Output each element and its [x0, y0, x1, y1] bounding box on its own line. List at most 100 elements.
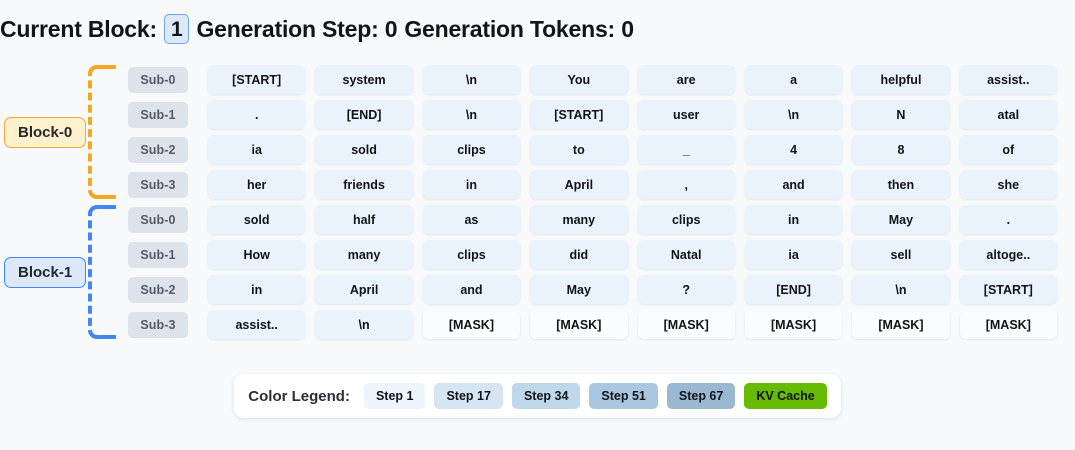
token-cell[interactable]: her [208, 170, 306, 199]
token-cell[interactable]: [END] [315, 100, 413, 129]
token-cell[interactable]: [START] [208, 65, 306, 94]
token-cell[interactable]: helpful [852, 65, 950, 94]
generation-step-label: Generation Step: 0 [196, 15, 398, 42]
token-cell[interactable]: did [530, 240, 628, 269]
token-cell[interactable]: clips [637, 205, 735, 234]
generation-tokens-label: Generation Tokens: 0 [404, 15, 634, 42]
token-cell[interactable]: assist.. [959, 65, 1057, 94]
token-cell[interactable]: many [315, 240, 413, 269]
token-cell[interactable]: You [530, 65, 628, 94]
token-cell[interactable]: ia [208, 135, 306, 164]
token-cell-mask[interactable]: [MASK] [637, 310, 735, 339]
token-cell[interactable]: \n [422, 100, 521, 129]
sub-step-pill[interactable]: Sub-3 [128, 311, 188, 338]
token-cell[interactable]: many [530, 205, 628, 234]
sub-step-pill[interactable]: Sub-2 [128, 276, 188, 303]
sub-step-pill[interactable]: Sub-2 [128, 136, 188, 163]
token-cell[interactable]: . [208, 100, 306, 129]
token-cell-mask[interactable]: [MASK] [530, 310, 628, 339]
token-cell[interactable]: she [959, 170, 1057, 199]
token-cell[interactable]: ? [637, 275, 735, 304]
token-cell[interactable]: to [530, 135, 628, 164]
token-cell[interactable]: atal [959, 100, 1057, 129]
token-cell[interactable]: a [744, 65, 843, 94]
legend-swatch[interactable]: KV Cache [744, 383, 827, 409]
token-cell[interactable]: 8 [852, 135, 950, 164]
token-cell[interactable]: then [852, 170, 950, 199]
token-cell-mask[interactable]: [MASK] [744, 310, 843, 339]
token-cell[interactable]: [START] [530, 100, 628, 129]
sub-step-pill[interactable]: Sub-0 [128, 206, 188, 233]
token-cells: assist.. \n [MASK] [MASK] [MASK] [MASK] [MASK]… [203, 310, 1062, 339]
sub-step-pill[interactable]: Sub-1 [128, 101, 188, 128]
token-cell[interactable]: \n [744, 100, 843, 129]
token-cell[interactable]: 4 [744, 135, 843, 164]
token-cell[interactable]: N [852, 100, 950, 129]
token-cell[interactable]: as [422, 205, 521, 234]
token-cell[interactable]: in [208, 275, 306, 304]
current-block-label: Current Block: [0, 15, 157, 42]
token-cell[interactable]: and [744, 170, 843, 199]
token-cell[interactable]: [START] [959, 275, 1057, 304]
legend-swatch[interactable]: Step 34 [511, 383, 581, 409]
token-cell[interactable]: May [530, 275, 628, 304]
token-cell[interactable]: . [959, 205, 1057, 234]
token-cell[interactable]: April [530, 170, 628, 199]
token-cell[interactable]: ia [744, 240, 843, 269]
legend-swatch[interactable]: Step 67 [666, 383, 736, 409]
token-cell[interactable]: altoge.. [959, 240, 1057, 269]
token-cell[interactable]: and [422, 275, 521, 304]
token-cell[interactable]: , [637, 170, 735, 199]
token-cell[interactable]: half [315, 205, 413, 234]
token-cell[interactable]: clips [422, 135, 521, 164]
token-cell[interactable]: user [637, 100, 735, 129]
token-cell[interactable]: assist.. [208, 310, 306, 339]
token-cell[interactable]: \n [422, 65, 521, 94]
token-cell[interactable]: sold [315, 135, 413, 164]
legend-swatch[interactable]: Step 17 [434, 383, 503, 409]
sub-step-pill[interactable]: Sub-0 [128, 66, 188, 93]
token-cell[interactable]: sold [208, 205, 306, 234]
token-cell[interactable]: Natal [637, 240, 735, 269]
token-cell[interactable]: in [422, 170, 521, 199]
token-cell[interactable]: friends [315, 170, 413, 199]
token-cell[interactable]: \n [852, 275, 950, 304]
token-cell[interactable]: April [315, 275, 413, 304]
token-cell[interactable]: How [208, 240, 306, 269]
token-cell[interactable]: clips [422, 240, 521, 269]
token-cell-mask[interactable]: [MASK] [422, 310, 521, 339]
token-cell[interactable]: _ [637, 135, 735, 164]
color-legend-items: Step 1 Step 17 Step 34 Step 51 Step 67 KV Cac… [363, 383, 827, 409]
token-cell[interactable]: [END] [744, 275, 843, 304]
token-cell[interactable]: of [959, 135, 1057, 164]
block-label-block-1[interactable]: Block-1 [4, 257, 87, 288]
legend-swatch[interactable]: Step 51 [589, 383, 658, 409]
token-cell-mask[interactable]: [MASK] [852, 310, 950, 339]
token-cell[interactable]: are [637, 65, 735, 94]
token-cell[interactable]: \n [315, 310, 413, 339]
token-cell[interactable]: system [315, 65, 413, 94]
legend-swatch[interactable]: Step 1 [363, 383, 426, 409]
token-cell-mask[interactable]: [MASK] [959, 310, 1057, 339]
block-label-block-0[interactable]: Block-0 [4, 117, 87, 148]
token-cell[interactable]: May [852, 205, 950, 234]
token-cell[interactable]: in [744, 205, 843, 234]
token-cell[interactable]: sell [852, 240, 950, 269]
sub-step-pill[interactable]: Sub-3 [128, 171, 188, 198]
sub-step-pill[interactable]: Sub-1 [128, 241, 188, 268]
